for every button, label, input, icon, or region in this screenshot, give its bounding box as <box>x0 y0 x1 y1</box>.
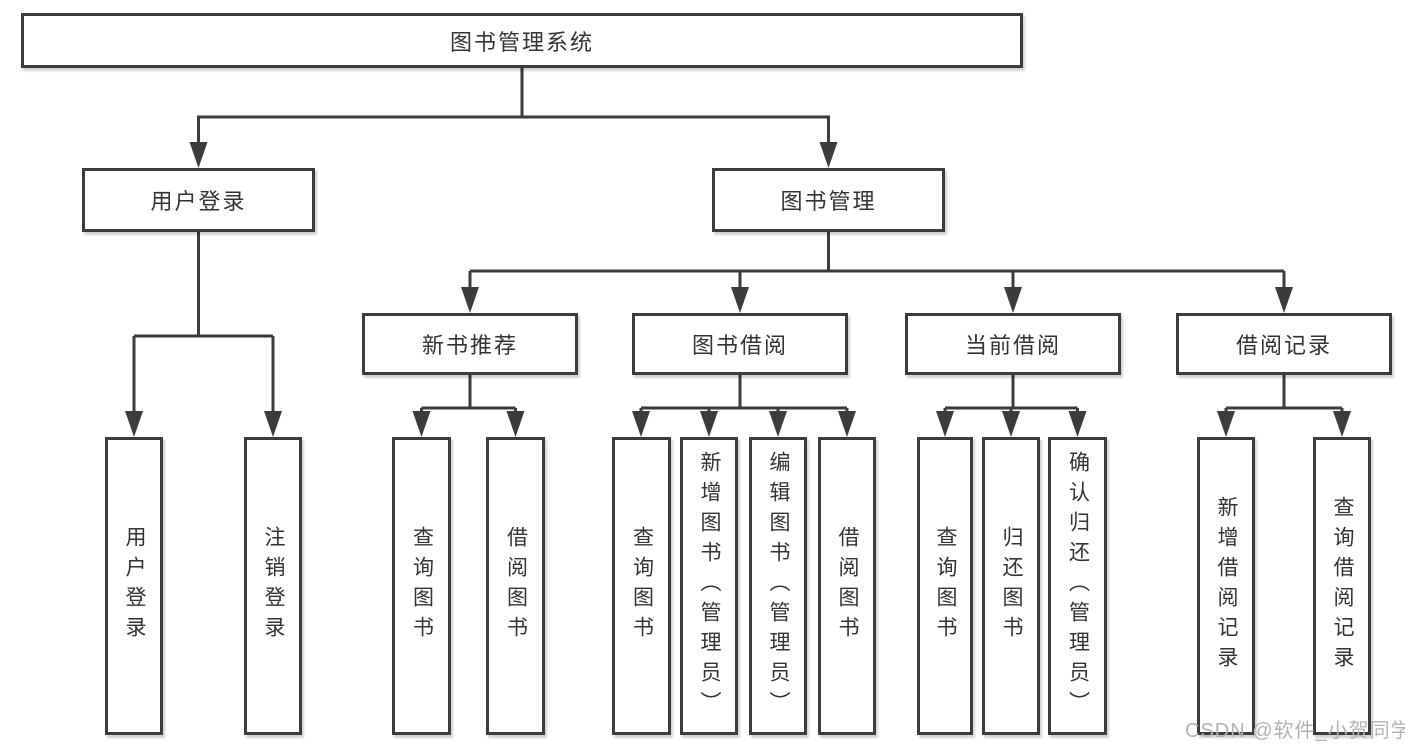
connector-book-management <box>468 229 1286 291</box>
node-root-label: 图书管理系统 <box>449 29 594 55</box>
leaf-query-borrow-record: 查询借阅记录 <box>1313 437 1371 735</box>
leaf-add-book-admin: 新增图书（管理员） <box>680 437 738 735</box>
leaf-query-borrow-record-label: 查询借阅记录 <box>1331 496 1354 676</box>
leaf-return-book-label: 归还图书 <box>1000 526 1023 646</box>
node-new-book-recommend-label: 新书推荐 <box>421 333 518 358</box>
node-current-borrow-label: 当前借阅 <box>964 333 1061 358</box>
csdn-watermark: CSDN @软件_小贺同学 <box>1185 720 1405 742</box>
leaf-borrow-books-2-label: 借阅图书 <box>836 526 859 646</box>
node-borrow-records-label: 借阅记录 <box>1235 333 1332 358</box>
node-borrow-records: 借阅记录 <box>1176 313 1392 375</box>
node-book-management: 图书管理 <box>712 168 945 232</box>
node-book-borrow-label: 图书借阅 <box>691 333 788 358</box>
connector-new-book-recommend <box>420 373 517 416</box>
connector-borrow-records <box>1224 373 1344 416</box>
leaf-borrow-books-1: 借阅图书 <box>486 437 545 735</box>
node-user-login-label: 用户登录 <box>150 189 247 214</box>
leaf-add-book-admin-label: 新增图书（管理员） <box>698 451 721 721</box>
leaf-add-borrow-record-label: 新增借阅记录 <box>1215 496 1238 676</box>
leaf-query-books-2-label: 查询图书 <box>630 526 654 646</box>
leaf-borrow-books-2: 借阅图书 <box>818 437 876 735</box>
node-root: 图书管理系统 <box>21 13 1023 68</box>
connector-book-borrow <box>639 373 849 416</box>
leaf-edit-book-admin-label: 编辑图书（管理员） <box>767 451 790 721</box>
node-book-management-label: 图书管理 <box>780 189 877 214</box>
connector-current-borrow <box>943 373 1079 416</box>
leaf-confirm-return-admin-label: 确认归还（管理员） <box>1066 451 1090 721</box>
leaf-borrow-books-1-label: 借阅图书 <box>504 526 528 646</box>
node-user-login: 用户登录 <box>82 168 315 232</box>
leaf-user-login: 用户登录 <box>105 437 163 735</box>
leaf-user-login-label: 用户登录 <box>123 526 146 646</box>
leaf-logout: 注销登录 <box>244 437 302 735</box>
connector-root <box>197 65 830 146</box>
leaf-query-books-1-label: 查询图书 <box>410 526 434 646</box>
node-current-borrow: 当前借阅 <box>905 313 1121 375</box>
leaf-query-books-2: 查询图书 <box>612 437 671 735</box>
leaf-query-books-1: 查询图书 <box>392 437 451 735</box>
node-new-book-recommend: 新书推荐 <box>362 313 578 375</box>
leaf-query-books-3: 查询图书 <box>917 437 973 735</box>
leaf-edit-book-admin: 编辑图书（管理员） <box>749 437 807 735</box>
connector-user-login <box>132 229 275 415</box>
node-book-borrow: 图书借阅 <box>632 313 848 375</box>
leaf-confirm-return-admin: 确认归还（管理员） <box>1048 437 1107 735</box>
leaf-query-books-3-label: 查询图书 <box>934 526 957 646</box>
leaf-return-book: 归还图书 <box>982 437 1040 735</box>
leaf-add-borrow-record: 新增借阅记录 <box>1197 437 1255 735</box>
leaf-logout-label: 注销登录 <box>262 526 285 646</box>
